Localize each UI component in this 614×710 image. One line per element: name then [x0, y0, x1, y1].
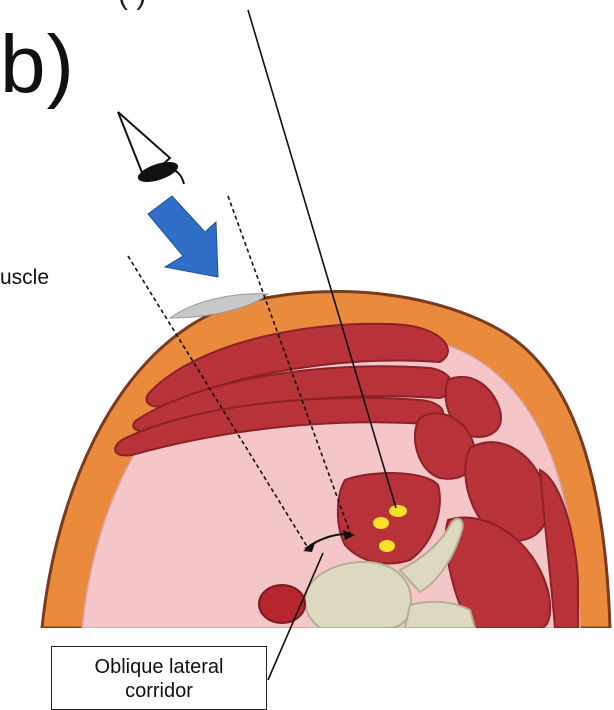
aorta-vessel: [259, 585, 305, 623]
callout-line-2: corridor: [52, 679, 266, 703]
eye-icon: [118, 112, 184, 186]
callout-line-1: Oblique lateral: [52, 655, 266, 679]
nerve-root: [389, 505, 407, 517]
nerve-root: [373, 517, 389, 529]
oblique-lateral-corridor-label: Oblique lateral corridor: [51, 646, 267, 710]
down-arrow-icon: [148, 196, 218, 277]
nerve-root: [379, 540, 395, 552]
